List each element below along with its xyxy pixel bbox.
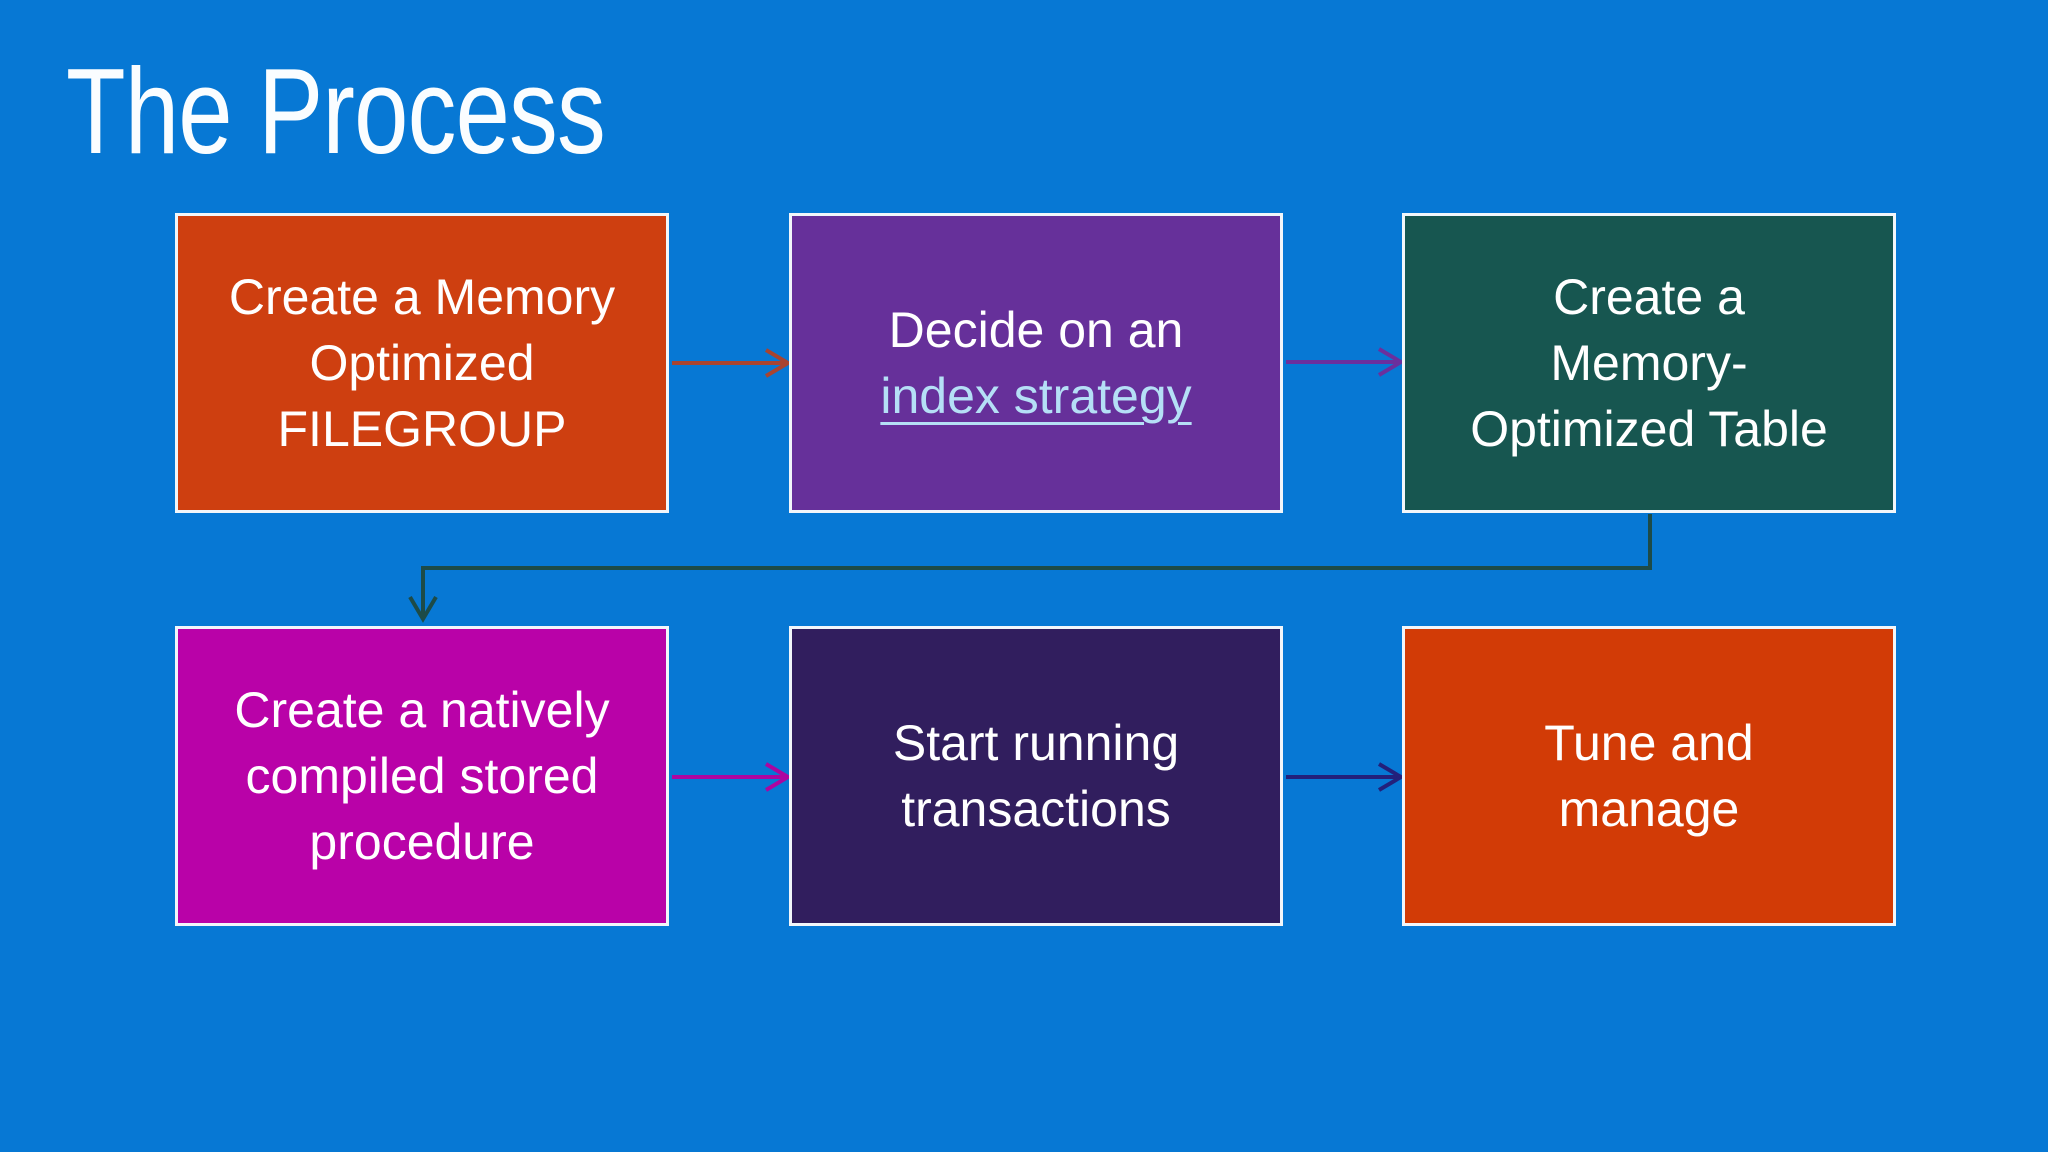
- step-text-line: Create a: [1553, 269, 1745, 325]
- step-box-start-running-transactions: Start running transactions: [789, 626, 1283, 926]
- index-strategy-link[interactable]: index strategy: [880, 368, 1192, 424]
- step-text-line: Optimized: [309, 335, 535, 391]
- step-text-line: Tune and: [1544, 715, 1754, 771]
- slide-title: The Process: [66, 43, 606, 179]
- step-text-line: FILEGROUP: [277, 401, 567, 457]
- step-text-line: compiled stored: [245, 748, 599, 804]
- step-box-decide-index-strategy: Decide on an index strategy: [789, 213, 1283, 513]
- connector-procedure-to-transactions: [672, 762, 792, 792]
- connector-index-strategy-to-table: [1286, 347, 1405, 377]
- step-box-create-natively-compiled-procedure: Create a natively compiled stored proced…: [175, 626, 669, 926]
- step-box-create-memory-optimized-table: Create a Memory- Optimized Table: [1402, 213, 1896, 513]
- step-text-line: manage: [1558, 781, 1740, 837]
- connector-filegroup-to-index-strategy: [672, 348, 792, 378]
- connector-table-to-procedure-wrap: [408, 514, 1652, 623]
- step-text-line: Start running: [892, 715, 1180, 771]
- step-text-line: Memory-: [1550, 335, 1748, 391]
- step-text-line: Decide on an: [888, 302, 1184, 358]
- connector-transactions-to-tune: [1286, 762, 1405, 792]
- step-text-line: procedure: [309, 814, 535, 870]
- step-text-line: transactions: [901, 781, 1171, 837]
- step-text-line: Optimized Table: [1470, 401, 1828, 457]
- step-text-line: Create a natively: [234, 682, 610, 738]
- step-box-tune-and-manage: Tune and manage: [1402, 626, 1896, 926]
- step-text-line: Create a Memory: [228, 269, 616, 325]
- step-box-create-filegroup: Create a Memory Optimized FILEGROUP: [175, 213, 669, 513]
